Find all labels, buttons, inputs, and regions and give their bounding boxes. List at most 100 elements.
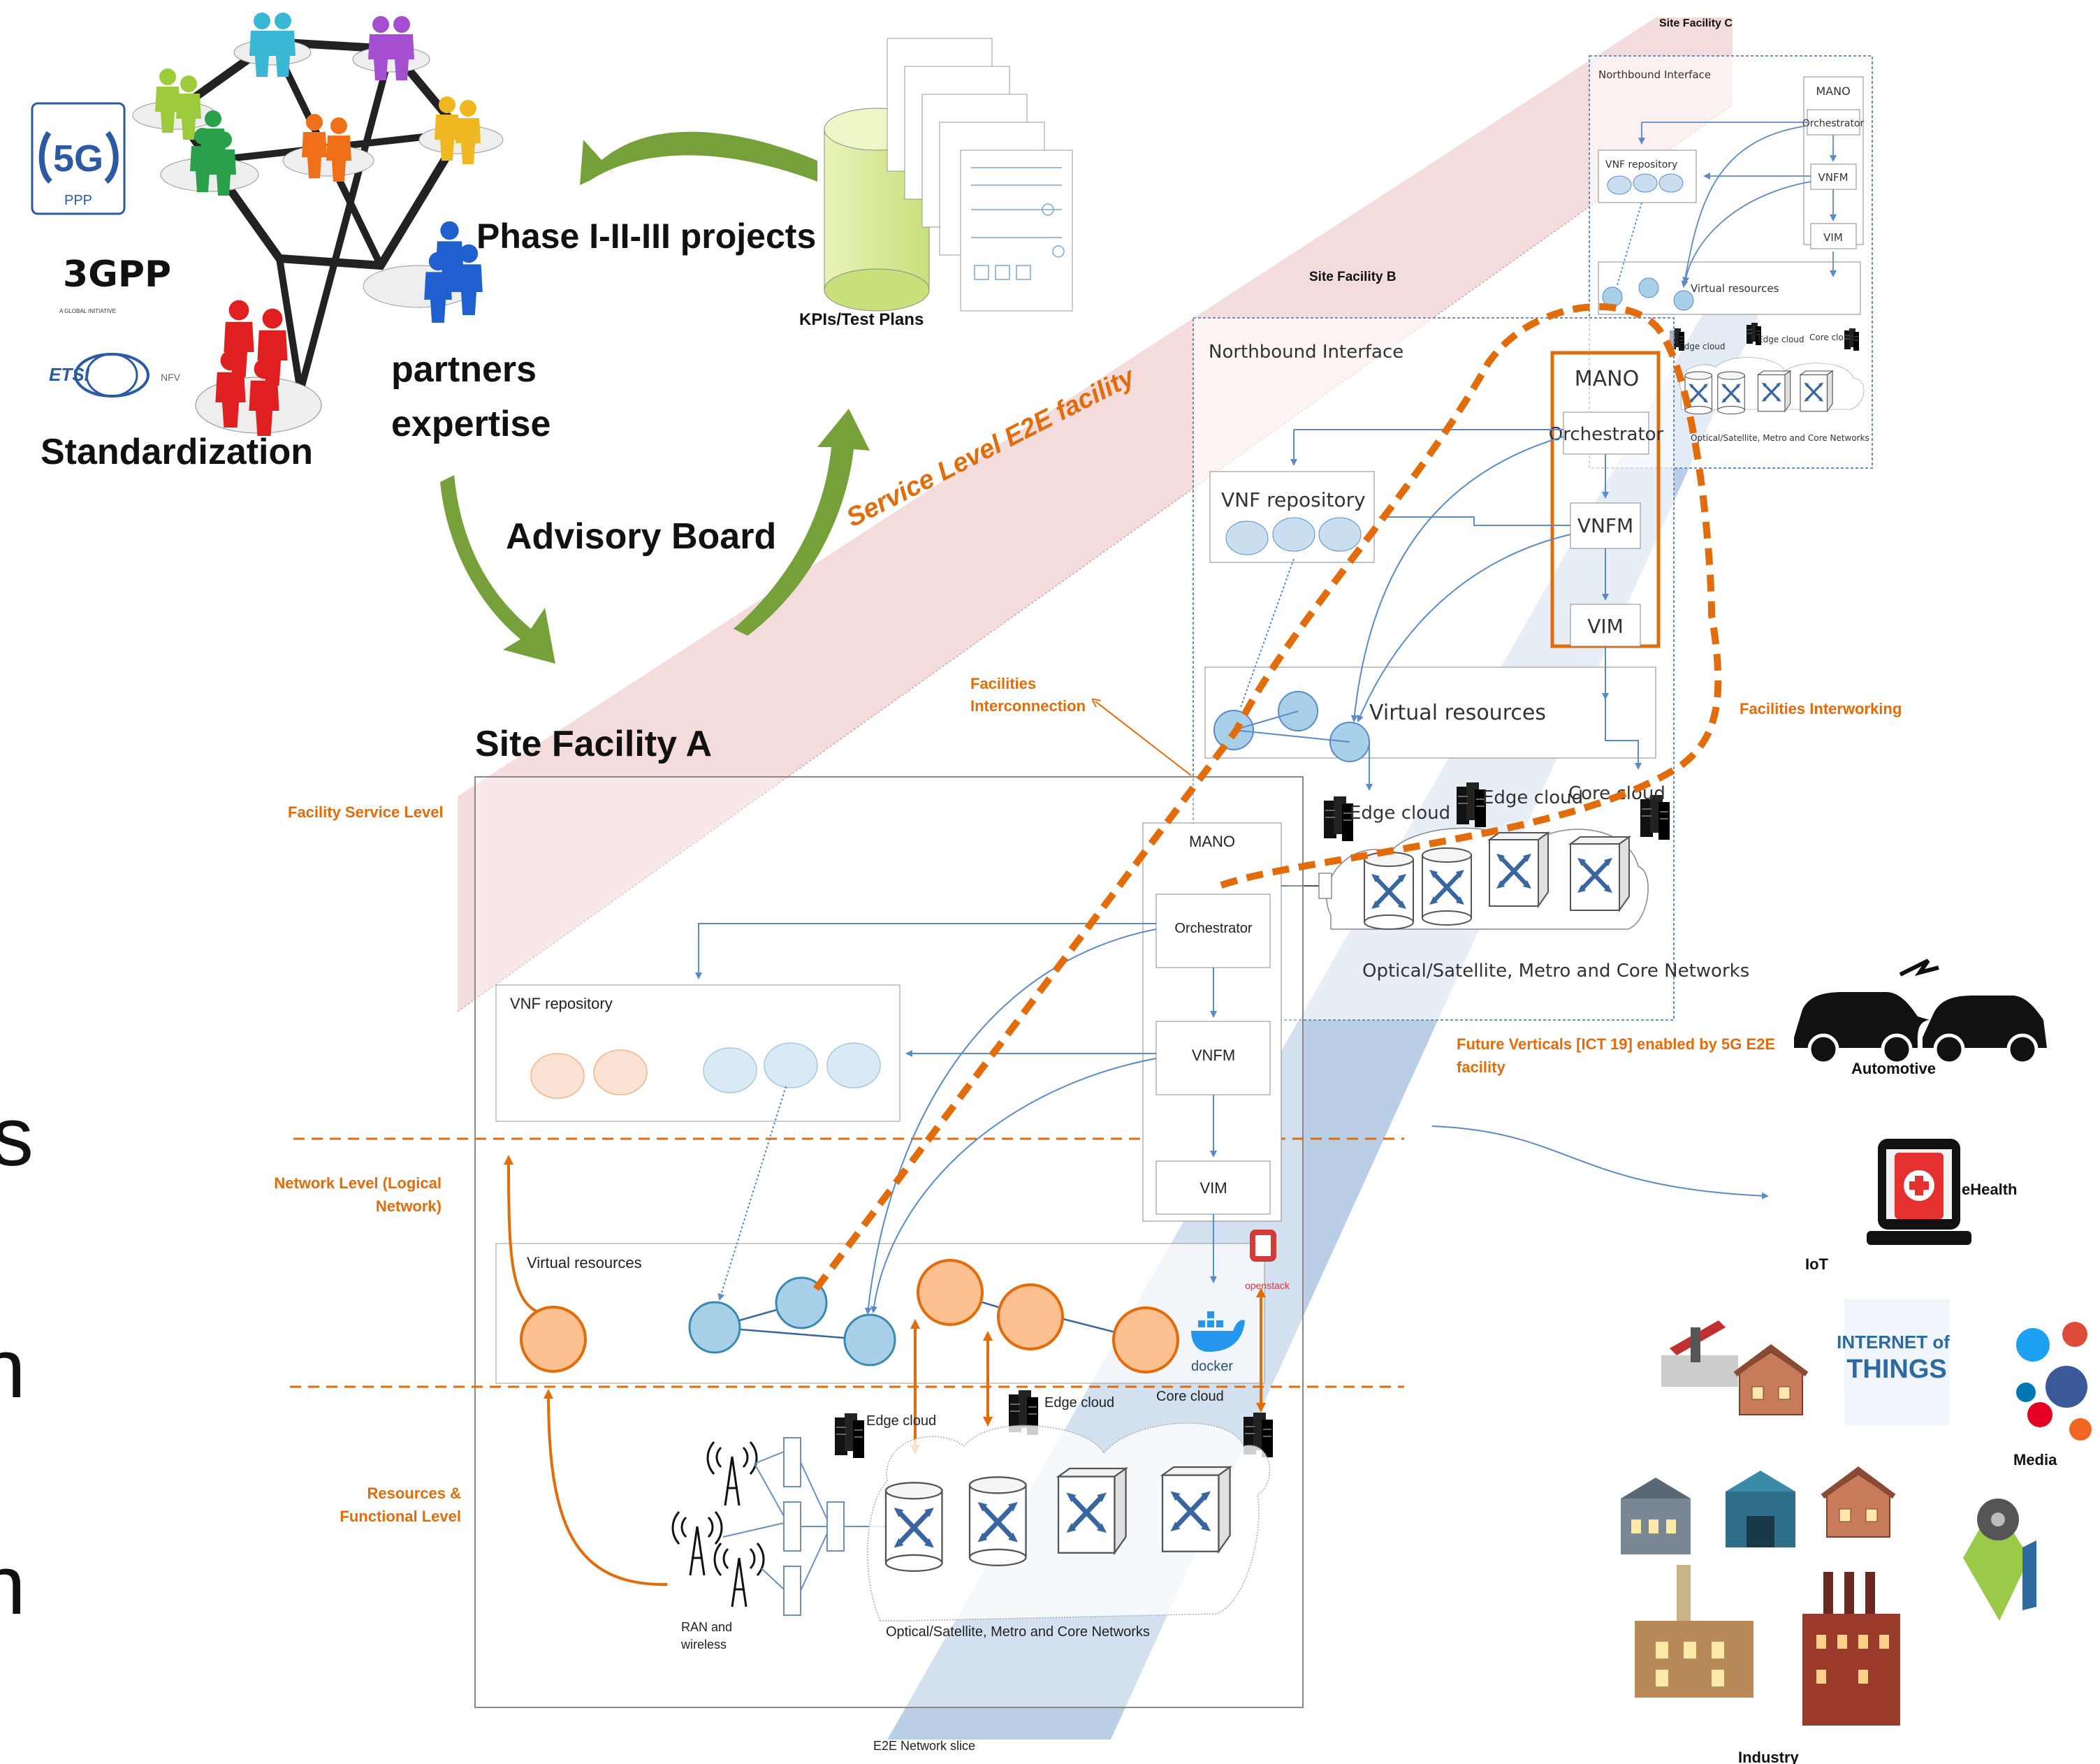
kpi-test-plans-label: KPIs/Test Plans: [799, 310, 924, 329]
site-b-vim-label: VIM: [1587, 615, 1624, 638]
site-a-network-switches: [867, 1422, 1271, 1621]
site-c-mano-label: MANO: [1816, 85, 1850, 98]
test-plan-documents: [887, 38, 1073, 312]
etsi-nfv-logo: ETSI NFV: [49, 353, 181, 398]
vr-node-3: [843, 1313, 896, 1366]
advisory-board-label: Advisory Board: [506, 516, 776, 557]
site-a-vnf-repo-label: VNF repository: [510, 995, 613, 1012]
media-label: Media: [2013, 1451, 2057, 1468]
site-c-vnf-repo-label: VNF repository: [1605, 159, 1677, 170]
site-b-northbound: Northbound Interface: [1209, 342, 1403, 363]
openstack-label: openstack: [1245, 1280, 1290, 1291]
site-a-optical-label: Optical/Satellite, Metro and Core Networ…: [886, 1624, 1150, 1640]
site-c-virtual-resources-label: Virtual resources: [1691, 282, 1779, 295]
ran-label-2: wireless: [680, 1638, 727, 1652]
industry-label: Industry: [1738, 1749, 1800, 1764]
iot-internet-of-things-cloud: INTERNET of THINGS: [1837, 1299, 1950, 1425]
3gpp-logo: 3GPP A GLOBAL INITIATIVE: [59, 254, 171, 314]
automotive-label: Automotive: [1851, 1060, 1936, 1077]
cut-letter-1: s: [0, 1090, 34, 1183]
site-b-virtual-resources-label: Virtual resources: [1369, 701, 1546, 725]
site-a-edge-cloud-2: Edge cloud: [1044, 1395, 1114, 1411]
site-c-edge-cloud-1: Edge cloud: [1679, 342, 1726, 351]
resources-level-label-2: Functional Level: [340, 1508, 461, 1525]
vr-node-1: [688, 1301, 741, 1354]
docker-logo: docker: [1191, 1311, 1245, 1374]
media-film-icon: [1963, 1499, 2036, 1621]
5g-logo-text: 5G: [53, 138, 103, 180]
site-a-mano-label: MANO: [1189, 833, 1235, 850]
site-a-orchestrator: [1155, 894, 1271, 968]
site-a-virtual-resources-label: Virtual resources: [527, 1254, 642, 1271]
ehealth-icon: [1867, 1139, 1971, 1245]
iot-internet-label: INTERNET of: [1837, 1332, 1950, 1353]
nfv-logo-text: NFV: [161, 372, 181, 383]
site-c-vim-label: VIM: [1823, 231, 1843, 244]
green-arrow-up: [734, 409, 870, 636]
cut-letter-2: n: [0, 1322, 26, 1415]
facility-service-level-label: Facility Service Level: [288, 803, 444, 821]
expertise-label: expertise: [391, 404, 550, 444]
phase-projects-label: Phase I-II-III projects: [476, 217, 816, 256]
green-arrow-to-standardization: [580, 131, 817, 185]
site-b-vim: [1570, 604, 1641, 647]
facilities-interworking-path: [813, 303, 1722, 1292]
site-b-orchestrator: [1563, 411, 1649, 455]
facilities-interconnection-pointer: [1095, 701, 1192, 776]
site-b-vnf-repo-label: VNF repository: [1221, 488, 1366, 511]
future-verticals-label-1: Future Verticals [ICT 19] enabled by 5G …: [1457, 1035, 1775, 1053]
site-a-title: Site Facility A: [475, 724, 712, 764]
industry-buildings: [1621, 1470, 1900, 1726]
facilities-interworking-label: Facilities Interworking: [1740, 700, 1902, 717]
ppp-logo-text: PPP: [64, 193, 92, 208]
media-social-icons: [2016, 1322, 2092, 1441]
facilities-interconnection-label-1: Facilities: [970, 675, 1036, 692]
facilities-interconnection-label-2: Interconnection: [970, 697, 1086, 715]
site-a-vnfm: [1155, 1021, 1271, 1095]
site-c-network-switches: [1679, 357, 1865, 416]
vr-node-edge-2: [997, 1283, 1064, 1350]
vr-node-core: [1112, 1306, 1179, 1373]
cut-letter-3: n: [0, 1538, 26, 1632]
site-a-edge-cloud-1: Edge cloud: [866, 1413, 936, 1429]
site-c-vnfm: [1810, 163, 1857, 190]
vr-node-edge-1: [917, 1259, 984, 1326]
vr-node-ran: [520, 1306, 587, 1373]
site-b-link-port: [1318, 873, 1332, 899]
site-c-orchestrator-label: Orchestrator: [1802, 118, 1865, 129]
site-c-title: Site Facility C: [1659, 17, 1733, 29]
ran-label-1: RAN and: [681, 1620, 732, 1634]
site-c-edge-cloud-2: Edge cloud: [1758, 335, 1804, 344]
e2e-network-slice-label: E2E Network slice: [873, 1739, 975, 1753]
network-level-label-1: Network Level (Logical: [274, 1174, 442, 1192]
partners-label: partners: [391, 349, 537, 390]
iot-label: IoT: [1805, 1255, 1829, 1273]
3gpp-logo-text: 3GPP: [63, 254, 171, 296]
site-c-orchestrator: [1807, 109, 1860, 136]
site-a-orchestrator-label: Orchestrator: [1174, 921, 1252, 936]
ehealth-label: eHealth: [1962, 1181, 2017, 1198]
site-c-vnfm-label: VNFM: [1818, 171, 1848, 184]
ran-antennas: [671, 1441, 765, 1608]
service-level-band: [458, 17, 1733, 1012]
docker-label: docker: [1191, 1359, 1233, 1374]
verticals-pointer: [1431, 1125, 1769, 1200]
site-b-edge-cloud-1: Edge cloud: [1350, 803, 1450, 824]
site-c-core-cloud: Core cloud: [1809, 333, 1854, 342]
site-c-vim: [1810, 223, 1857, 249]
site-a-vim: [1155, 1160, 1271, 1215]
site-a-core-cloud: Core cloud: [1156, 1389, 1224, 1404]
site-c-optical-label: Optical/Satellite, Metro and Core Networ…: [1691, 433, 1869, 443]
automotive-icon: [1794, 958, 2047, 1065]
site-c-northbound: Northbound Interface: [1598, 68, 1711, 81]
5g-ppp-logo: 5G PPP: [31, 102, 126, 215]
ran-aggregation: [722, 1437, 886, 1616]
people-network-image: [132, 13, 504, 436]
etsi-logo-text: ETSI: [49, 364, 90, 385]
site-b-network-switches: [1326, 827, 1649, 929]
band-edge-line: [457, 104, 1733, 1012]
site-b-mano-label: MANO: [1575, 367, 1639, 391]
site-b-title: Site Facility B: [1309, 270, 1397, 284]
standardization-label: Standardization: [41, 432, 313, 472]
